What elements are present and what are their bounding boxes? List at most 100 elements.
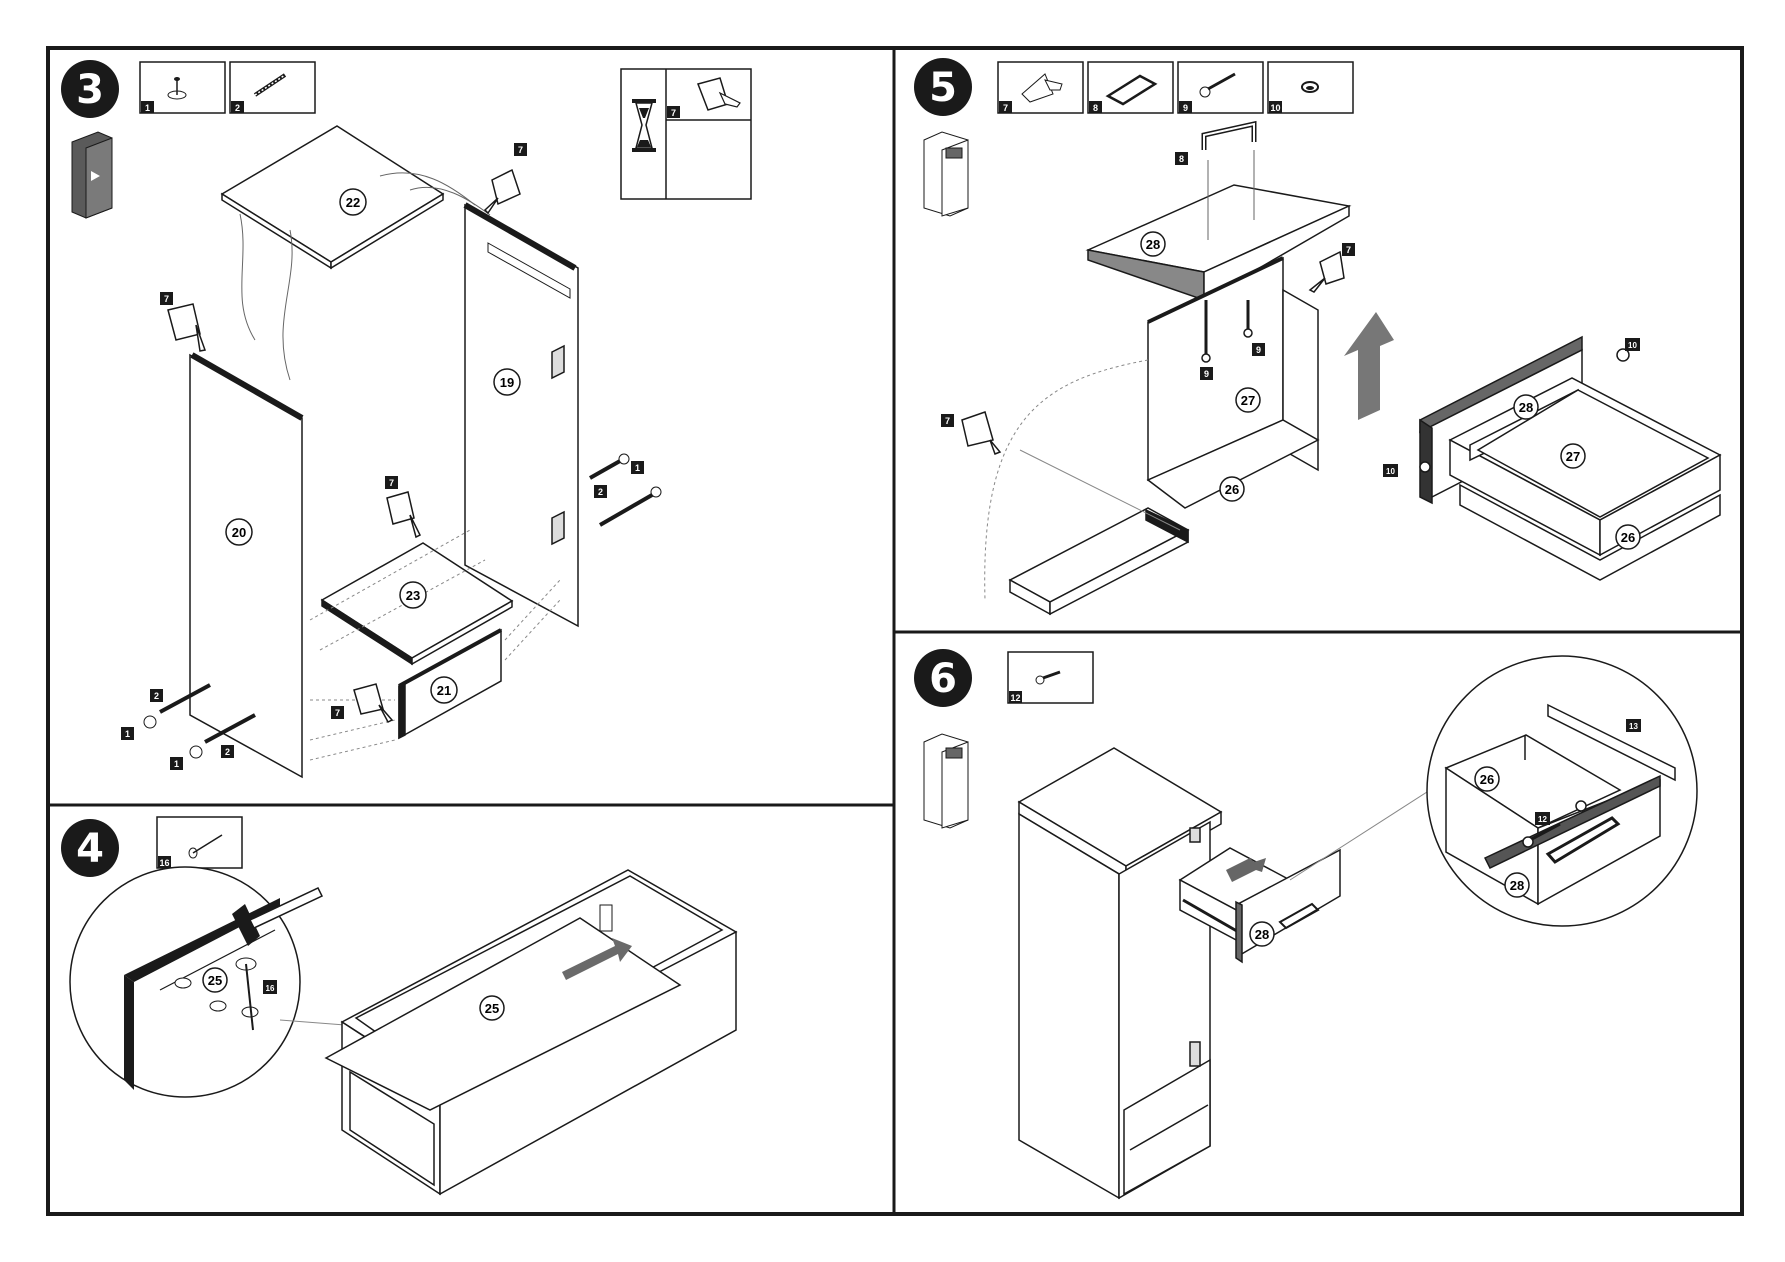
svg-text:28: 28 <box>1510 878 1524 893</box>
handle-icon <box>1201 120 1257 150</box>
svg-text:7: 7 <box>945 416 950 426</box>
glue-bottle-icon <box>353 683 394 723</box>
step4-cabinet <box>324 869 738 1196</box>
glue-bottle-icon <box>1021 73 1063 103</box>
callout-tag-7: 7 <box>160 292 173 305</box>
callout-tag-1: 1 <box>121 727 134 740</box>
step6-cabinet <box>1017 747 1223 1200</box>
callout-tag-7: 7 <box>514 143 527 156</box>
callout-tag-7: 7 <box>331 706 344 719</box>
svg-text:2: 2 <box>598 487 603 497</box>
svg-text:12: 12 <box>1538 815 1547 824</box>
callout-tag-10: 10 <box>1625 338 1640 351</box>
svg-text:1: 1 <box>635 463 640 473</box>
svg-text:25: 25 <box>485 1001 499 1016</box>
part-label-21: 21 <box>430 676 458 704</box>
part-label-23: 23 <box>399 581 427 609</box>
handle-icon <box>1545 816 1621 864</box>
glue-wait-box: 7 <box>620 68 752 200</box>
svg-text:2: 2 <box>154 691 159 701</box>
hardware-box-8: 8 <box>1087 61 1174 114</box>
part-label-28: 28 <box>1513 394 1539 420</box>
svg-text:7: 7 <box>389 478 394 488</box>
svg-text:2: 2 <box>225 747 230 757</box>
cam-cap-icon <box>1301 81 1319 93</box>
svg-text:16: 16 <box>266 984 275 993</box>
hardware-box-1: 1 <box>139 61 226 114</box>
part-label-19: 19 <box>493 368 521 396</box>
svg-text:28: 28 <box>1146 237 1160 252</box>
nail-icon <box>188 834 223 859</box>
svg-text:7: 7 <box>518 145 523 155</box>
glue-bottle-icon <box>697 77 741 111</box>
svg-text:9: 9 <box>1204 369 1209 379</box>
hardware-id: 7 <box>671 108 676 118</box>
hardware-id: 7 <box>1003 103 1008 113</box>
callout-tag-7: 7 <box>1342 243 1355 256</box>
svg-text:1: 1 <box>174 759 179 769</box>
svg-text:8: 8 <box>1179 154 1184 164</box>
step-badge-4: 4 <box>61 819 119 877</box>
hardware-box-16: 16 <box>156 816 243 869</box>
hardware-id: 10 <box>1270 103 1280 113</box>
callout-tag-10: 10 <box>1383 464 1398 477</box>
nail-icon <box>235 957 257 1031</box>
step5-drawer-assembled <box>1419 335 1722 581</box>
hourglass-icon <box>632 99 656 152</box>
leveler-foot-icon <box>167 77 187 100</box>
svg-text:26: 26 <box>1225 482 1239 497</box>
part-label-28: 28 <box>1140 231 1166 257</box>
callout-tag-1: 1 <box>170 757 183 770</box>
side-panel-left <box>189 353 303 779</box>
step-badge-3: 3 <box>61 60 119 118</box>
cabinet-thumbnail <box>923 733 969 829</box>
callout-tag-1: 1 <box>631 461 644 474</box>
part-label-28: 28 <box>1504 872 1530 898</box>
arrow-up-icon <box>1344 312 1394 420</box>
glue-bottle-icon <box>386 491 422 539</box>
svg-text:26: 26 <box>1480 772 1494 787</box>
svg-text:22: 22 <box>346 195 360 210</box>
svg-text:20: 20 <box>232 525 246 540</box>
callout-tag-2: 2 <box>594 485 607 498</box>
part-label-26: 26 <box>1615 524 1641 550</box>
hardware-id: 1 <box>145 103 150 113</box>
screw-icon <box>1035 670 1061 685</box>
hardware-id: 9 <box>1183 103 1188 113</box>
hardware-box-10: 10 <box>1267 61 1354 114</box>
hardware-id: 12 <box>1010 693 1020 703</box>
hardware-box-2: 2 <box>229 61 316 114</box>
glue-bottle-icon <box>167 303 207 352</box>
part-label-20: 20 <box>225 518 253 546</box>
svg-text:25: 25 <box>208 973 222 988</box>
part-label-22: 22 <box>339 188 367 216</box>
cabinet-thumbnail <box>71 131 113 219</box>
svg-text:10: 10 <box>1628 341 1637 350</box>
step5-drawer-exploded <box>961 120 1394 616</box>
step-number: 4 <box>76 826 104 872</box>
glue-bottle-icon <box>961 411 1002 455</box>
svg-text:1: 1 <box>125 729 130 739</box>
svg-text:7: 7 <box>335 708 340 718</box>
step3-assembly <box>143 125 662 779</box>
detail-circle-drawer <box>1426 655 1698 927</box>
glue-bottle-icon <box>1308 250 1345 293</box>
cabinet-thumbnail <box>923 131 969 217</box>
svg-text:28: 28 <box>1255 927 1269 942</box>
part-label-25: 25 <box>202 967 228 993</box>
callout-tag-9: 9 <box>1252 343 1265 356</box>
screw-icon <box>253 73 287 97</box>
screw-icon <box>1199 72 1236 98</box>
hammer-icon <box>232 887 324 946</box>
hardware-id: 16 <box>159 858 169 868</box>
step-number: 5 <box>929 65 957 111</box>
part-label-28: 28 <box>1249 921 1275 947</box>
callout-tag-7: 7 <box>941 414 954 427</box>
callout-tag-9: 9 <box>1200 367 1213 380</box>
part-label-25: 25 <box>479 995 505 1021</box>
svg-text:27: 27 <box>1241 393 1255 408</box>
step-number: 3 <box>76 67 104 113</box>
callout-tag-13: 13 <box>1626 719 1641 732</box>
svg-text:21: 21 <box>437 683 451 698</box>
svg-text:13: 13 <box>1629 722 1638 731</box>
